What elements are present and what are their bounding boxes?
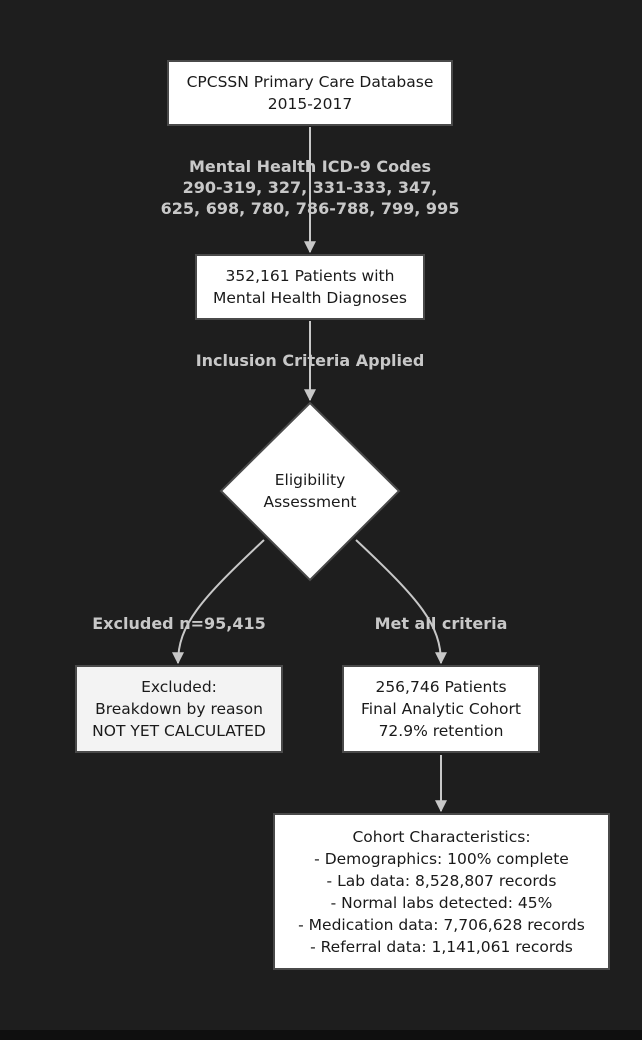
node-text-line: - Lab data: 8,528,807 records [326, 871, 557, 890]
node-text-line: - Normal labs detected: 45% [330, 893, 553, 912]
node-text-line: Eligibility [274, 471, 346, 489]
edge-label-excluded-count: Excluded n=95,415 [88, 613, 270, 634]
edge-label-line: 625, 698, 780, 786-788, 799, 995 [160, 199, 460, 218]
node-text-line: 256,746 Patients [375, 678, 507, 696]
node-text-line: Cohort Characteristics: [352, 827, 531, 846]
node-text-line: 72.9% retention [378, 722, 504, 740]
node-source-database: CPCSSN Primary Care Database 2015-2017 [167, 60, 453, 126]
node-text-line: CPCSSN Primary Care Database [186, 73, 434, 91]
edge-label-icd-codes: Mental Health ICD-9 Codes 290-319, 327, … [150, 156, 470, 219]
eligibility-diamond-shape [219, 401, 401, 582]
node-text-line: - Medication data: 7,706,628 records [298, 915, 585, 934]
edge-label-line: Excluded n=95,415 [92, 614, 266, 633]
footer-bar [0, 1030, 642, 1040]
node-text-line: NOT YET CALCULATED [92, 722, 266, 740]
node-eligibility-assessment: Eligibility Assessment [229, 455, 391, 527]
edge-label-inclusion-criteria: Inclusion Criteria Applied [150, 350, 470, 371]
node-mental-health-patients: 352,161 Patients with Mental Health Diag… [195, 254, 425, 320]
node-text-line: - Referral data: 1,141,061 records [310, 937, 573, 956]
edge-label-met-criteria: Met all criteria [355, 613, 527, 634]
node-text-line: 2015-2017 [267, 95, 353, 113]
node-cohort-characteristics: Cohort Characteristics: - Demographics: … [273, 813, 610, 970]
node-final-analytic-cohort: 256,746 Patients Final Analytic Cohort 7… [342, 665, 540, 753]
edge-label-line: Mental Health ICD-9 Codes [189, 157, 431, 176]
node-text-line: 352,161 Patients with [225, 267, 395, 285]
node-excluded: Excluded: Breakdown by reason NOT YET CA… [75, 665, 283, 753]
node-text-line: Excluded: [141, 678, 217, 696]
edge-eligibility-to-excluded [172, 539, 265, 665]
node-text-line: Breakdown by reason [95, 700, 263, 718]
edge-label-line: Inclusion Criteria Applied [195, 351, 425, 370]
node-text-line: Final Analytic Cohort [361, 700, 521, 718]
node-text-line: Assessment [263, 493, 357, 511]
node-text-line: Mental Health Diagnoses [213, 289, 407, 307]
edge-label-line: Met all criteria [374, 614, 508, 633]
edge-eligibility-to-final [355, 539, 447, 665]
node-text-line: - Demographics: 100% complete [314, 849, 569, 868]
edge-label-line: 290-319, 327, 331-333, 347, [182, 178, 438, 197]
